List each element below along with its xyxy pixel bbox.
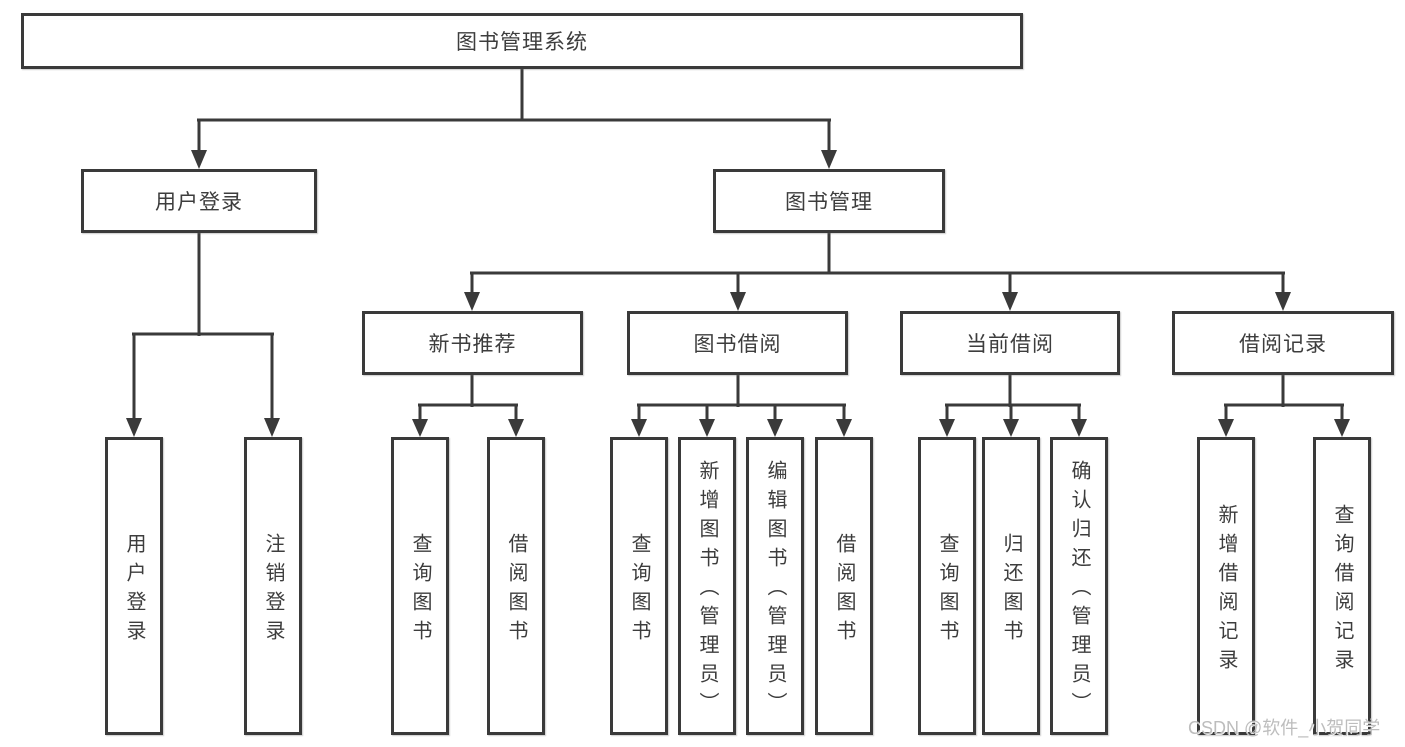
node-label: 当前借阅 xyxy=(966,333,1054,356)
node-label: 查询图书 xyxy=(409,532,431,649)
node-label: 用户登录 xyxy=(155,191,243,214)
leaf-query-books-recommend: 查询图书 xyxy=(391,437,449,735)
leaf-return-books: 归还图书 xyxy=(982,437,1040,735)
node-label: 编辑图书（管理员） xyxy=(764,460,786,721)
node-label: 确认归还（管理员） xyxy=(1068,460,1090,721)
node-label: 借阅图书 xyxy=(505,532,527,649)
node-label: 借阅图书 xyxy=(833,532,855,649)
node-book-management: 图书管理 xyxy=(713,169,945,233)
node-label: 归还图书 xyxy=(1000,532,1022,649)
csdn-watermark: CSDN @软件_小贺同学 xyxy=(1188,718,1381,738)
node-label: 查询图书 xyxy=(628,532,650,649)
leaf-confirm-return-admin: 确认归还（管理员） xyxy=(1050,437,1108,735)
node-borrow-record: 借阅记录 xyxy=(1172,311,1394,375)
leaf-logout: 注销登录 xyxy=(244,437,302,735)
node-label: 查询借阅记录 xyxy=(1331,503,1353,678)
node-label: 新书推荐 xyxy=(428,333,517,356)
leaf-borrow-books: 借阅图书 xyxy=(815,437,873,735)
node-label: 新增借阅记录 xyxy=(1215,503,1237,678)
node-label: 图书管理 xyxy=(785,191,873,214)
leaf-query-books-borrow: 查询图书 xyxy=(610,437,668,735)
leaf-add-borrow-record: 新增借阅记录 xyxy=(1197,437,1255,735)
node-label: 借阅记录 xyxy=(1239,333,1327,356)
node-label: 图书借阅 xyxy=(693,333,782,356)
leaf-edit-books-admin: 编辑图书（管理员） xyxy=(746,437,804,735)
node-label: 注销登录 xyxy=(262,532,284,649)
leaf-borrow-books-recommend: 借阅图书 xyxy=(487,437,545,735)
node-new-book-recommend: 新书推荐 xyxy=(362,311,583,375)
node-current-borrow: 当前借阅 xyxy=(900,311,1120,375)
node-library-management-system: 图书管理系统 xyxy=(21,13,1023,69)
leaf-query-borrow-record: 查询借阅记录 xyxy=(1313,437,1371,735)
leaf-add-books-admin: 新增图书（管理员） xyxy=(678,437,736,735)
node-label: 查询图书 xyxy=(936,532,958,649)
leaf-user-login: 用户登录 xyxy=(105,437,163,735)
node-label: 图书管理系统 xyxy=(456,31,588,54)
node-label: 用户登录 xyxy=(123,532,145,649)
leaf-query-books-current: 查询图书 xyxy=(918,437,976,735)
node-user-login: 用户登录 xyxy=(81,169,317,233)
node-book-borrow: 图书借阅 xyxy=(627,311,848,375)
node-label: 新增图书（管理员） xyxy=(696,460,718,721)
